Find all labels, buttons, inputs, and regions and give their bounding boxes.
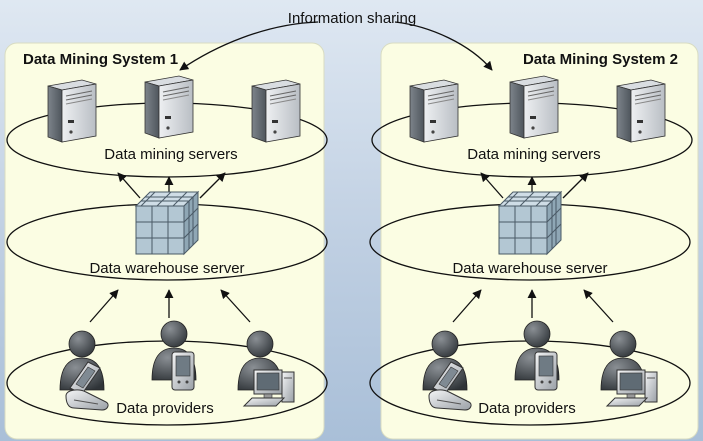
arrow — [583, 289, 614, 323]
pda-icon — [534, 351, 558, 391]
data-cube-icon — [498, 191, 562, 255]
system-2-panel: Data Mining System 2 Data mining servers… — [369, 42, 699, 440]
server-icon — [509, 75, 559, 139]
arrow — [89, 289, 119, 323]
warehouse-label: Data warehouse server — [452, 260, 607, 277]
data-cube-icon — [135, 191, 199, 255]
arrow — [199, 172, 226, 199]
arrow — [480, 172, 504, 199]
arrow — [452, 289, 482, 323]
server-icon — [144, 75, 194, 139]
arrow — [117, 172, 141, 199]
system-1-title: Data Mining System 1 — [23, 51, 178, 68]
info-sharing-arrow-right — [394, 21, 493, 71]
info-sharing-arrow-left — [179, 21, 319, 71]
arrow — [220, 289, 251, 323]
server-icon — [251, 79, 301, 143]
providers-label: Data providers — [116, 400, 214, 417]
pda-icon — [171, 351, 195, 391]
server-icon — [47, 79, 97, 143]
servers-label: Data mining servers — [467, 146, 600, 163]
providers-label: Data providers — [478, 400, 576, 417]
arrow — [562, 172, 589, 199]
system-2-title: Data Mining System 2 — [523, 51, 678, 68]
server-icon — [616, 79, 666, 143]
system-1-panel: Data Mining System 1 Data mining servers… — [4, 42, 328, 440]
server-icon — [409, 79, 459, 143]
servers-label: Data mining servers — [104, 146, 237, 163]
info-sharing-label: Information sharing — [288, 10, 416, 27]
warehouse-label: Data warehouse server — [89, 260, 244, 277]
